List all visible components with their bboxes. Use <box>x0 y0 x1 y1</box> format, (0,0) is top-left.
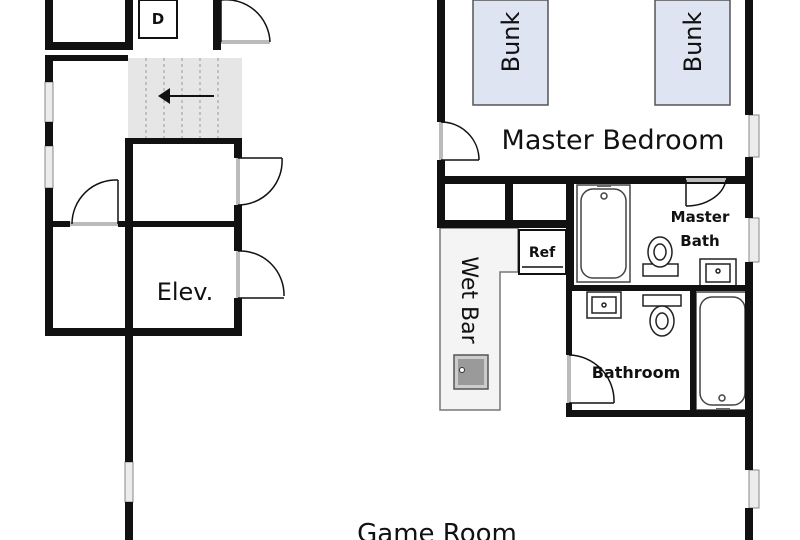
doors <box>70 0 727 404</box>
bathroom-toilet-icon <box>642 294 682 337</box>
bunk-bed-left <box>472 0 549 106</box>
bunk-label-right: Bunk <box>679 12 707 73</box>
room-label-wet-bar: Wet Bar <box>456 256 481 344</box>
door-top-left <box>220 0 271 44</box>
room-label-master-bath-line1: Master <box>671 208 730 226</box>
master-bath-sink-icon <box>699 258 737 287</box>
staircase <box>128 58 242 138</box>
bathroom-tub <box>695 291 750 411</box>
door-elevator <box>236 250 285 299</box>
bunk-bed-right <box>654 0 731 106</box>
stair-direction-arrow-icon <box>158 88 170 104</box>
dryer <box>138 0 178 39</box>
master-bath-tub <box>576 184 631 283</box>
master-bath-toilet-icon <box>642 236 679 277</box>
door-bathroom <box>567 354 615 404</box>
bathroom-sink-icon <box>586 291 622 319</box>
room-label-master-bedroom: Master Bedroom <box>502 125 725 156</box>
door-mid-room <box>236 157 283 206</box>
room-label-master-bath-line2: Bath <box>680 232 719 250</box>
wet-bar-sink-icon <box>453 354 489 390</box>
room-label-bathroom: Bathroom <box>592 363 681 382</box>
bunk-label-left: Bunk <box>497 12 525 73</box>
room-label-elevator: Elev. <box>157 278 214 306</box>
room-label-game-room: Game Room <box>357 519 517 540</box>
walls <box>45 0 753 540</box>
door-master-bedroom <box>439 121 480 161</box>
door-master-bath <box>685 178 727 207</box>
refrigerator-label: Ref <box>529 245 556 261</box>
dryer-label: D <box>152 10 164 28</box>
door-upper-closet <box>70 179 119 226</box>
